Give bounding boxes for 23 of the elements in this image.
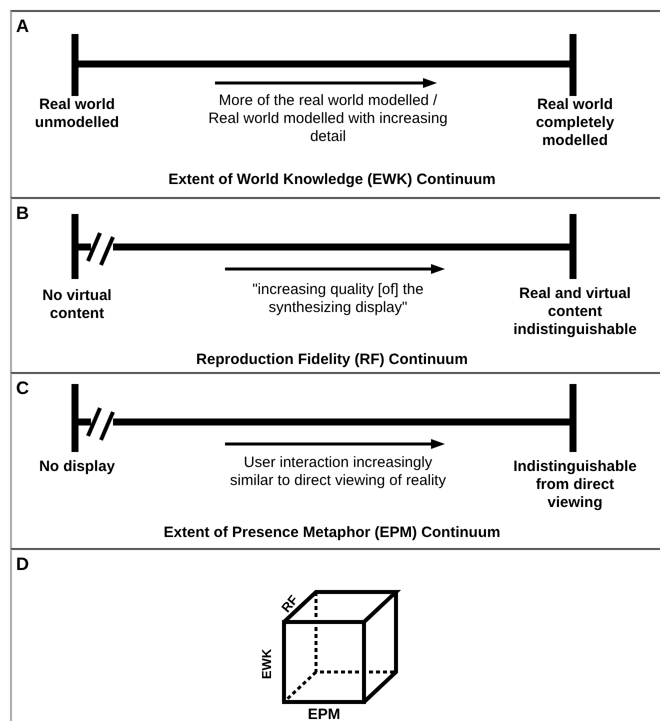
end-label: Indistinguishable from direct viewing <box>512 458 638 512</box>
axis-label: RF <box>277 591 302 618</box>
axis-label: EPM <box>306 706 342 721</box>
panel-letter: B <box>16 203 29 224</box>
axis-label: EWK <box>258 648 275 682</box>
panel <box>10 372 660 548</box>
start-label: Real world unmodelled <box>34 96 120 132</box>
panel-letter: A <box>16 16 29 37</box>
panel <box>10 548 660 721</box>
start-label: No display <box>38 458 116 476</box>
panel-letter: C <box>16 378 29 399</box>
direction-label: "increasing quality [of] the synthesizing display" <box>251 281 425 317</box>
start-label: No virtual content <box>41 287 113 323</box>
continuum-title: Reproduction Fidelity (RF) Continuum <box>195 351 469 368</box>
panel-letter: D <box>16 554 29 575</box>
direction-label: User interaction increasingly similar to direct viewing of reality <box>229 454 447 490</box>
continuum-title: Extent of World Knowledge (EWK) Continuum <box>167 171 497 188</box>
direction-label: More of the real world modelled / Real world modelled with increasing detail <box>208 92 448 146</box>
end-label: Real and virtual content indistinguishable <box>512 285 638 339</box>
end-label: Real world completely modelled <box>534 96 616 150</box>
continuum-title: Extent of Presence Metaphor (EPM) Continuum <box>162 524 502 541</box>
panel <box>10 10 660 197</box>
panel <box>10 197 660 372</box>
